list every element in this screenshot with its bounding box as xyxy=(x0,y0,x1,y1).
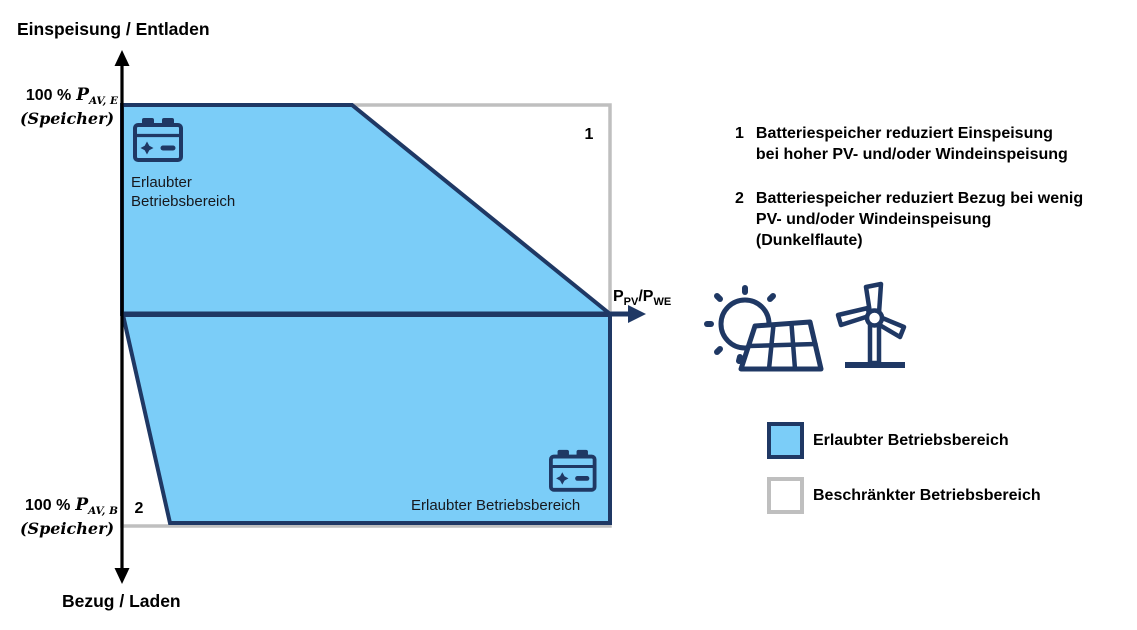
sun-rays xyxy=(704,285,776,364)
y-label-bottom-line2: (Speicher) xyxy=(20,519,114,538)
legend-allowed-label: Erlaubter Betriebsbereich xyxy=(813,431,1009,449)
turbine-hub xyxy=(864,308,885,328)
turbine-pole xyxy=(867,319,882,366)
allowed-upper-label-line2: Betriebsbereich xyxy=(131,193,235,210)
y-label-top: 100 %PAV, E xyxy=(26,85,119,107)
turbine-blade-left xyxy=(835,305,872,328)
panel-grid xyxy=(746,321,818,372)
x-axis-label: PPV/PWE xyxy=(613,288,671,308)
allowed-area-lower xyxy=(120,313,612,525)
axis-title-bottom: Bezug / Laden xyxy=(62,591,181,611)
y-axis-arrow-up xyxy=(114,50,130,66)
x-axis-arrow xyxy=(628,305,646,323)
restricted-swatch xyxy=(767,477,804,514)
annotation-2: 2 Batteriespeicher reduziert Bezug bei w… xyxy=(735,188,1083,251)
solar-panel-sun-icon xyxy=(704,285,824,372)
marker-2: 2 xyxy=(135,500,144,517)
legend-restricted-label: Beschränkter Betriebsbereich xyxy=(813,486,1041,504)
legend-item-allowed: Erlaubter Betriebsbereich xyxy=(767,422,1009,459)
diagram-canvas: Einspeisung / Entladen Bezug / Laden 100… xyxy=(17,19,671,611)
annotation-2-number: 2 xyxy=(735,190,744,207)
allowed-lower-label: Erlaubter Betriebsbereich xyxy=(411,497,580,514)
allowed-upper-label-line1: Erlaubter xyxy=(131,174,192,191)
y-label-top-line2: (Speicher) xyxy=(20,109,114,128)
allowed-swatch xyxy=(767,422,804,459)
y-label-bottom: 100 %PAV, B xyxy=(25,495,118,517)
annotation-1-number: 1 xyxy=(735,125,744,142)
annotation-1: 1 Batteriespeicher reduziert Einspeisung… xyxy=(735,123,1068,165)
legend-item-restricted: Beschränkter Betriebsbereich xyxy=(767,477,1041,514)
annotation-2-text: Batteriespeicher reduziert Bezug bei wen… xyxy=(755,190,1084,249)
marker-1: 1 xyxy=(585,126,594,143)
y-axis-arrow-down xyxy=(114,568,130,584)
axis-title-top: Einspeisung / Entladen xyxy=(17,19,210,39)
wind-turbine-icon xyxy=(835,281,907,368)
